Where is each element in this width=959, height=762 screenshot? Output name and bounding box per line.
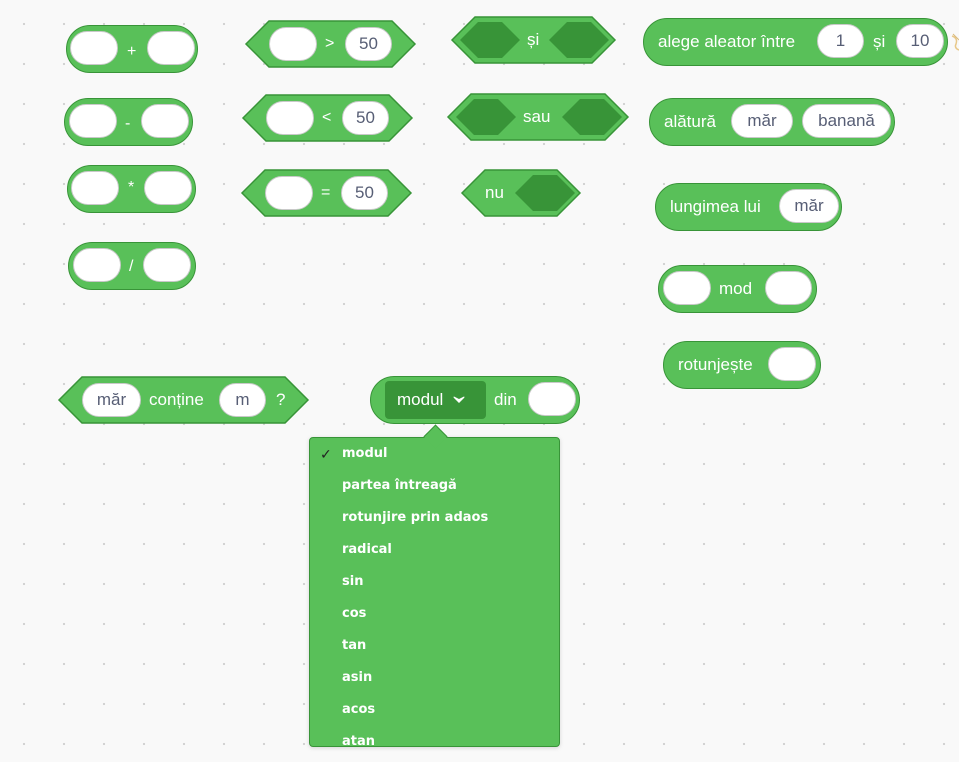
menu-item-floor[interactable]: partea întreagă [342, 478, 457, 493]
less-than-block[interactable]: < 50 [241, 94, 414, 142]
length-input[interactable]: măr [779, 189, 839, 223]
math-of-block[interactable]: modul din [370, 376, 580, 424]
join-first-input[interactable]: măr [731, 104, 793, 138]
cursor-icon [951, 33, 959, 51]
join-second-input[interactable]: banană [802, 104, 891, 138]
menu-item-tan[interactable]: tan [342, 638, 367, 653]
mod-label: mod [719, 279, 753, 298]
add-left-input[interactable] [70, 31, 118, 65]
not-label: nu [485, 183, 504, 202]
menu-item-asin[interactable]: asin [342, 670, 373, 685]
plus-operator: + [127, 43, 137, 60]
mod-block[interactable]: mod [658, 265, 817, 313]
random-from-input[interactable]: 1 [817, 24, 864, 58]
or-right-slot[interactable] [562, 99, 622, 135]
multiply-left-input[interactable] [71, 171, 119, 205]
contains-question-mark: ? [276, 390, 286, 409]
not-slot[interactable] [515, 175, 575, 211]
dropdown-selected-label: modul [397, 390, 444, 409]
contains-label: conține [149, 390, 204, 409]
equals-right-input[interactable]: 50 [341, 176, 388, 210]
subtract-right-input[interactable] [141, 104, 189, 138]
divide-block[interactable]: / [68, 242, 196, 290]
math-of-input[interactable] [528, 382, 576, 416]
dropdown-menu: ✓ modul partea întreagă rotunjire prin a… [309, 437, 560, 747]
menu-item-abs[interactable]: modul [342, 446, 388, 461]
contains-first-input[interactable]: măr [82, 383, 141, 417]
and-block[interactable]: și [450, 16, 617, 64]
contains-block[interactable]: măr conține m ? [57, 376, 310, 424]
join-block[interactable]: alătură măr banană [649, 98, 895, 146]
equals-operator: = [321, 184, 331, 201]
math-of-label: din [494, 390, 517, 409]
subtract-left-input[interactable] [69, 104, 117, 138]
less-left-input[interactable] [266, 101, 314, 135]
menu-item-sqrt[interactable]: radical [342, 542, 392, 557]
divide-left-input[interactable] [73, 248, 121, 282]
round-input[interactable] [768, 347, 816, 381]
multiply-block[interactable]: * [67, 165, 196, 213]
less-right-input[interactable]: 50 [342, 101, 389, 135]
menu-item-atan[interactable]: atan [342, 734, 376, 747]
or-block[interactable]: sau [446, 93, 630, 141]
times-operator: * [128, 179, 135, 196]
and-right-slot[interactable] [549, 22, 609, 58]
round-block[interactable]: rotunjește [663, 341, 821, 389]
round-label: rotunjește [678, 355, 753, 374]
add-block[interactable]: + [66, 25, 198, 73]
greater-right-input[interactable]: 50 [345, 27, 392, 61]
or-left-slot[interactable] [456, 99, 516, 135]
not-block[interactable]: nu [460, 169, 582, 217]
greater-than-block[interactable]: > 50 [244, 20, 417, 68]
greater-operator: > [325, 35, 335, 52]
less-operator: < [322, 109, 332, 126]
menu-item-acos[interactable]: acos [342, 702, 376, 717]
add-right-input[interactable] [147, 31, 195, 65]
divide-right-input[interactable] [143, 248, 191, 282]
and-left-slot[interactable] [460, 22, 520, 58]
greater-left-input[interactable] [269, 27, 317, 61]
minus-operator: - [125, 115, 131, 132]
menu-item-ceiling[interactable]: rotunjire prin adaos [342, 510, 489, 525]
menu-item-cos[interactable]: cos [342, 606, 367, 621]
divide-operator: / [129, 258, 134, 275]
mod-right-input[interactable] [765, 271, 812, 305]
or-label: sau [523, 107, 551, 126]
contains-second-input[interactable]: m [219, 383, 266, 417]
and-label: și [527, 30, 540, 49]
equals-left-input[interactable] [265, 176, 313, 210]
length-of-label: lungimea lui [670, 197, 761, 216]
join-label: alătură [664, 112, 716, 131]
math-operation-dropdown[interactable]: modul [385, 381, 486, 419]
mod-left-input[interactable] [663, 271, 711, 305]
length-of-block[interactable]: lungimea lui măr [655, 183, 842, 231]
subtract-block[interactable]: - [64, 98, 193, 146]
chevron-down-icon [453, 396, 465, 403]
pick-random-label: alege aleator între [658, 32, 796, 51]
multiply-right-input[interactable] [144, 171, 192, 205]
pick-random-block[interactable]: alege aleator între 1 și 10 [643, 18, 948, 66]
random-and-label: și [873, 32, 886, 51]
random-to-input[interactable]: 10 [896, 24, 944, 58]
checkmark-icon: ✓ [320, 446, 332, 462]
equals-block[interactable]: = 50 [240, 169, 413, 217]
menu-item-sin[interactable]: sin [342, 574, 364, 589]
